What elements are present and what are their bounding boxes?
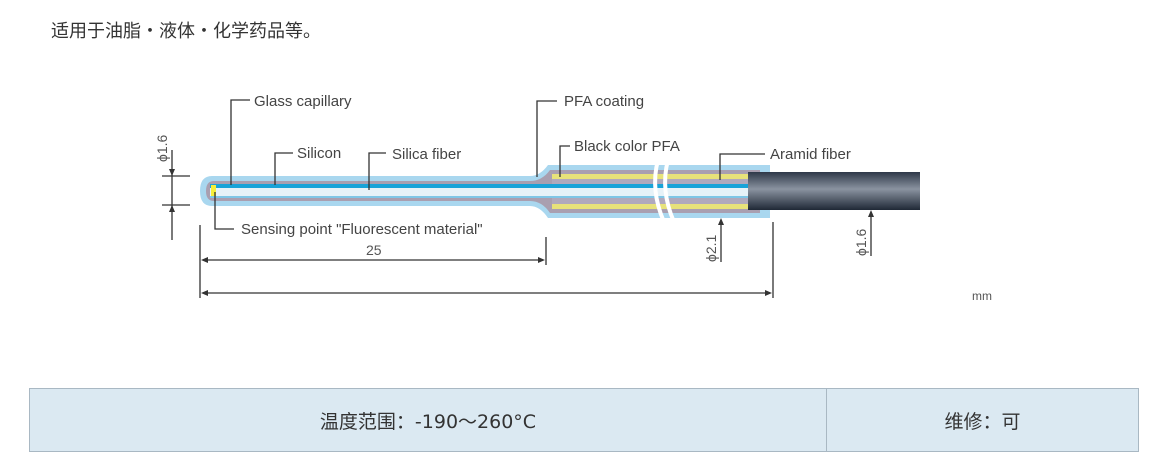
repair-cell: 维修：可 — [826, 388, 1139, 452]
intro-text: 适用于油脂・液体・化学药品等。 — [51, 21, 321, 42]
label-silica-fiber: Silica fiber — [392, 146, 461, 163]
dim-length-25: 25 — [366, 242, 382, 258]
probe-body — [200, 159, 920, 223]
label-silicon: Silicon — [297, 145, 341, 162]
label-glass-capillary: Glass capillary — [254, 93, 352, 110]
spec-table: 温度范围：-190～260°C 维修：可 — [29, 388, 1139, 452]
temperature-range-cell: 温度范围：-190～260°C — [29, 388, 827, 452]
probe-diagram: Glass capillary Silicon Silica fiber PFA… — [154, 93, 992, 303]
aramid-cable — [748, 172, 920, 210]
label-pfa-coating: PFA coating — [564, 93, 644, 110]
unit-label: mm — [972, 289, 992, 303]
label-aramid-fiber: Aramid fiber — [770, 146, 851, 163]
dim-pfa-diameter: ϕ2.1 — [703, 234, 719, 262]
label-black-pfa: Black color PFA — [574, 138, 680, 155]
dim-cable-diameter: ϕ1.6 — [853, 228, 869, 256]
dim-tip-diameter: ϕ1.6 — [154, 134, 170, 162]
label-sensing-point: Sensing point "Fluorescent material" — [241, 221, 483, 238]
